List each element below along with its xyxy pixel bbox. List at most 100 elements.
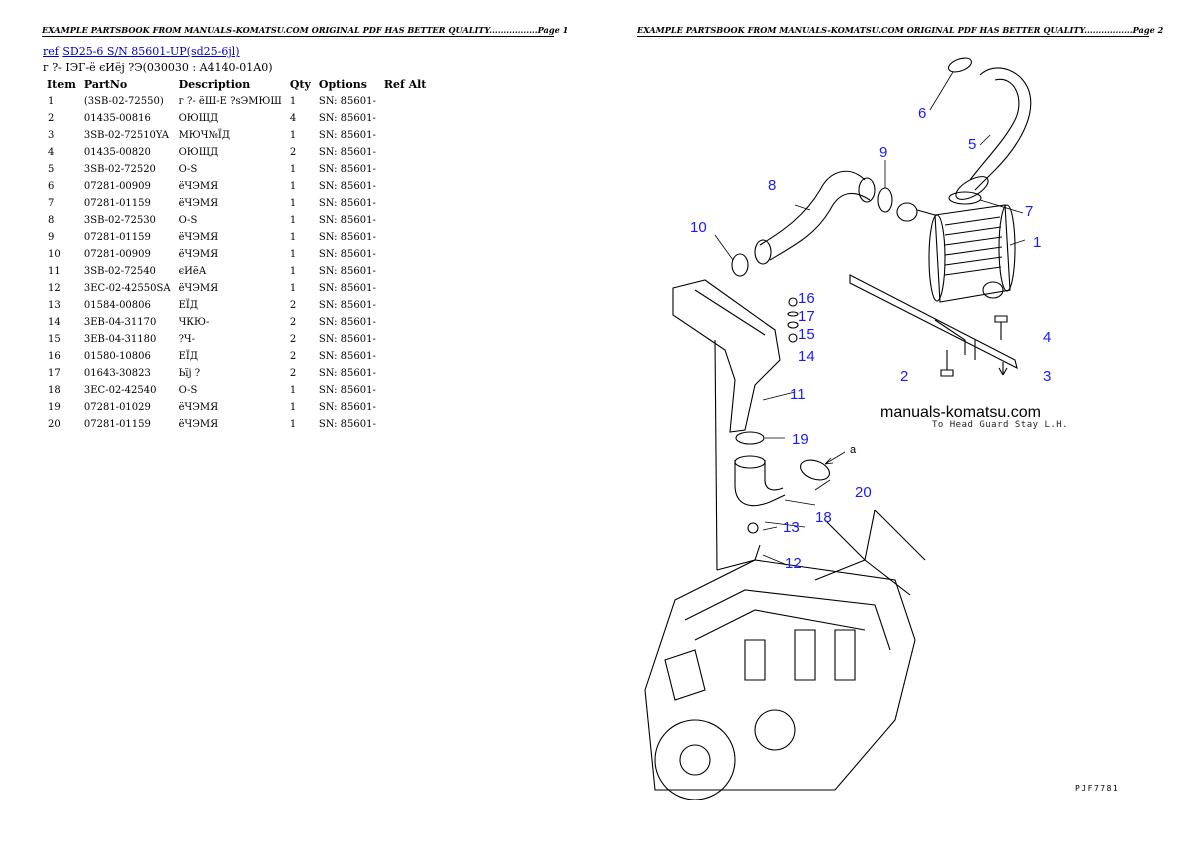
table-cell: 07281-01159 (83, 198, 151, 209)
table-cell: O-S (178, 385, 198, 396)
table-cell (380, 382, 431, 399)
table-cell (380, 280, 431, 297)
bracket-3 (849, 274, 1018, 370)
table-cell: SN: 85601- (318, 385, 376, 396)
table-cell: 18 (48, 385, 61, 396)
figure-code: PJF7781 (1075, 784, 1120, 793)
table-cell: 16 (48, 351, 61, 362)
hose-5 (969, 67, 1032, 191)
watermark: manuals-komatsu.com (880, 404, 1041, 421)
table-cell: 1 (48, 96, 55, 107)
clamp-10 (731, 253, 749, 277)
ref-prefix-link[interactable]: ref (43, 45, 59, 58)
table-cell: 2 (289, 334, 297, 345)
clamp-9 (877, 187, 893, 213)
callout-14: 14 (798, 348, 815, 365)
arrow-label-a: a (850, 444, 857, 456)
table-cell (380, 144, 431, 161)
table-cell: 17 (48, 368, 61, 379)
table-cell: ЕЇД (178, 351, 198, 362)
table-cell: 5 (48, 164, 55, 175)
bolt-4 (994, 315, 1008, 340)
callout-6: 6 (918, 105, 926, 122)
table-cell: 01643-30823 (83, 368, 151, 379)
table-cell (380, 178, 431, 195)
table-cell: SN: 85601- (318, 215, 376, 226)
table-cell: 07281-01159 (83, 419, 151, 430)
table-cell (380, 161, 431, 178)
table-cell: 12 (48, 283, 61, 294)
table-cell: 2 (289, 317, 297, 328)
table-cell: ЕЇД (178, 300, 198, 311)
hose-8 (759, 170, 871, 261)
column-header: Options (318, 77, 367, 91)
table-cell: 07281-01159 (83, 232, 151, 243)
callout-20: 20 (855, 484, 872, 501)
callout-7: 7 (1025, 203, 1033, 220)
callout-5: 5 (968, 136, 976, 153)
clamp-7 (948, 191, 982, 205)
column-header: Qty (289, 77, 311, 91)
table-cell (380, 365, 431, 382)
table-cell: 07281-00909 (83, 249, 151, 260)
table-cell: ёЧЭМЯ (178, 198, 219, 209)
table-cell: 3SB-02-72540 (83, 266, 156, 277)
table-cell: г ?- ёШ-Е ?sЭМЮШ (178, 96, 282, 107)
clamp-20 (800, 459, 830, 481)
table-cell (380, 331, 431, 348)
table-cell: 3EC-02-42550SA (83, 283, 171, 294)
table-cell: O-S (178, 215, 198, 226)
table-cell: Ьїј ? (178, 368, 201, 379)
table-cell (380, 399, 431, 416)
table-cell: 1 (289, 249, 297, 260)
clamp-6 (947, 57, 973, 73)
table-cell: ёЧЭМЯ (178, 232, 219, 243)
table-cell: 1 (289, 164, 297, 175)
model-link[interactable]: SD25-6 S/N 85601-UP(sd25-6jl) (62, 45, 240, 58)
table-cell: єИёА (178, 266, 207, 277)
section-title: г ?- ІЭГ-ё єИёј ?Э(030030 : A4140-01A0) (43, 61, 273, 74)
page-header-2: EXAMPLE PARTSBOOK FROM MANUALS-KOMATSU.C… (637, 25, 1164, 37)
table-cell: 2 (289, 368, 297, 379)
table-cell: 01580-10806 (83, 351, 151, 362)
table-cell (380, 314, 431, 331)
table-cell (380, 263, 431, 280)
table-cell: 1 (289, 419, 297, 430)
bolt-2 (940, 350, 954, 377)
table-cell: 3EC-02-42540 (83, 385, 157, 396)
table-cell: SN: 85601- (318, 249, 376, 260)
page-1: EXAMPLE PARTSBOOK FROM MANUALS-KOMATSU.C… (42, 25, 568, 37)
table-cell (380, 416, 431, 433)
table-cell: ёЧЭМЯ (178, 402, 219, 413)
table-cell: 13 (48, 300, 61, 311)
callout-13: 13 (783, 519, 800, 536)
table-cell: ЧКЮ- (178, 317, 210, 328)
table-cell: 7 (48, 198, 55, 209)
table-cell: ?Ч- (178, 334, 196, 345)
table-cell: 20 (48, 419, 61, 430)
table-cell: МЮЧ№ЇД (178, 130, 231, 141)
nut-14 (788, 333, 798, 343)
table-cell: 15 (48, 334, 61, 345)
callout-1: 1 (1033, 234, 1041, 251)
table-cell: 2 (48, 113, 55, 124)
page-2: EXAMPLE PARTSBOOK FROM MANUALS-KOMATSU.C… (595, 0, 1190, 842)
table-cell (380, 297, 431, 314)
table-cell: SN: 85601- (318, 266, 376, 277)
table-cell: SN: 85601- (318, 147, 376, 158)
table-cell: SN: 85601- (318, 300, 376, 311)
table-cell: 2 (289, 147, 297, 158)
table-cell (380, 229, 431, 246)
table-cell: O-S (178, 164, 198, 175)
